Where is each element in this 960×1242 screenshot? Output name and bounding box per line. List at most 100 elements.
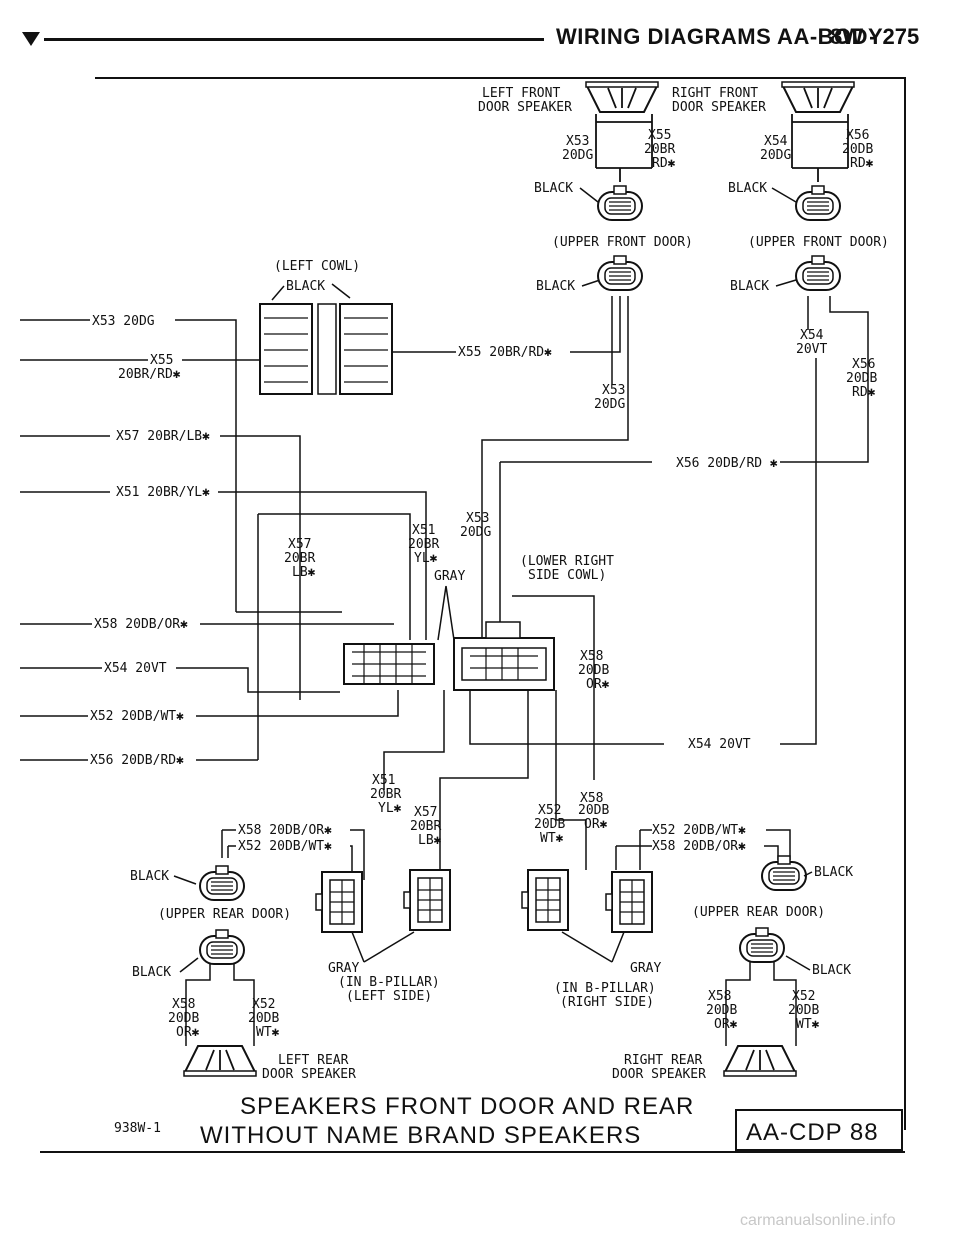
ufd-20dg: 20DG [594, 397, 625, 412]
c-20br: 20BR [284, 551, 315, 566]
rrs-20db: 20DB [706, 1003, 737, 1018]
rr-lower-connector-icon [739, 927, 785, 963]
ufd-x54: X54 [800, 328, 824, 343]
b-pillar-left-1: (IN B-PILLAR) [338, 975, 440, 990]
left-cowl-label: (LEFT COWL) [274, 259, 360, 274]
wire-x57-left: X57 20BR/LB✱ [116, 429, 210, 444]
lr-upper-rear-door: (UPPER REAR DOOR) [158, 907, 291, 922]
c-20db: 20DB [578, 663, 609, 678]
c-20dg: 20DG [460, 525, 491, 540]
lf-20br: 20BR [644, 142, 675, 157]
ufd-x56: X56 [852, 357, 875, 372]
r-x52: X52 [538, 803, 561, 818]
wire-x55-left-b: 20BR/RD✱ [118, 367, 181, 382]
lf-speaker-label: LEFT FRONT [482, 86, 560, 101]
watermark: carmanualsonline.info [740, 1212, 896, 1229]
lr-speaker-label-2: DOOR SPEAKER [262, 1067, 356, 1082]
b-pillar-right-1: (IN B-PILLAR) [554, 981, 656, 996]
lf-speaker-leads [595, 114, 653, 182]
rf-speaker-leads [791, 114, 849, 182]
wire-x54-right: X54 20VT [688, 737, 751, 752]
rr-speaker-label-2: DOOR SPEAKER [612, 1067, 706, 1082]
rf-20dg: 20DG [760, 148, 791, 163]
wire-x56-right: X56 20DB/RD ✱ [676, 456, 778, 471]
header-page-number: 8W - 275 [830, 24, 920, 49]
rf-x54: X54 [764, 134, 788, 149]
wire-x54-left: X54 20VT [104, 661, 167, 676]
rf-speaker-label: RIGHT FRONT [672, 86, 758, 101]
rf-x56: X56 [846, 128, 869, 143]
lrs-20db: 20DB [168, 1011, 199, 1026]
rr-upper-connector-icon [761, 855, 807, 891]
lr-x58-wire: X58 20DB/OR✱ [238, 823, 332, 838]
lr-speaker-label: LEFT REAR [278, 1053, 349, 1068]
lf-20dg: 20DG [562, 148, 593, 163]
l-x57: X57 [414, 805, 437, 820]
rf-rd: RD✱ [850, 156, 874, 171]
code-box [735, 1109, 903, 1151]
rrs-20db2: 20DB [788, 1003, 819, 1018]
r-20db: 20DB [578, 803, 609, 818]
header-triangle-icon [22, 32, 40, 46]
ufd-x53: X53 [602, 383, 625, 398]
c-gray: GRAY [434, 569, 465, 584]
diagram-title-line1: SPEAKERS FRONT DOOR AND REAR [240, 1093, 694, 1120]
rf-20db: 20DB [842, 142, 873, 157]
b-pillar-right-2: (RIGHT SIDE) [560, 995, 654, 1010]
upper-front-door-left: (UPPER FRONT DOOR) [552, 235, 693, 250]
left-pillar-connector-a-icon [315, 871, 363, 933]
rr-upper-rear-door: (UPPER REAR DOOR) [692, 905, 825, 920]
l-yl: YL✱ [378, 801, 402, 816]
r-x58: X58 [580, 791, 603, 806]
ufd-rd: RD✱ [852, 385, 876, 400]
wire-x52-left: X52 20DB/WT✱ [90, 709, 184, 724]
rrs-wt: WT✱ [796, 1017, 820, 1032]
wire-x51-left: X51 20BR/YL✱ [116, 485, 210, 500]
l-20br2: 20BR [410, 819, 441, 834]
lrs-20db2: 20DB [248, 1011, 279, 1026]
lr-upper-connector-icon [199, 865, 245, 901]
lrs-x52: X52 [252, 997, 275, 1012]
wire-x56-left: X56 20DB/RD✱ [90, 753, 184, 768]
lrs-or: OR✱ [176, 1025, 200, 1040]
code-box-text: AA-CDP 88 [746, 1119, 879, 1146]
right-front-speaker-icon [781, 81, 855, 113]
upper-front-door-right: (UPPER FRONT DOOR) [748, 235, 889, 250]
rf-speaker-label-2: DOOR SPEAKER [672, 100, 766, 115]
lf-speaker-label-2: DOOR SPEAKER [478, 100, 572, 115]
wire-x58-left: X58 20DB/OR✱ [94, 617, 188, 632]
right-pillar-connector-a-icon [521, 869, 569, 931]
lf-x53: X53 [566, 134, 589, 149]
right-pillar-gray: GRAY [630, 961, 661, 976]
right-pillar-connector-b-icon [605, 871, 653, 933]
ufd-20vt: 20VT [796, 342, 827, 357]
rr-black-bottom: BLACK [812, 963, 851, 978]
diagram-title-line2: WITHOUT NAME BRAND SPEAKERS [200, 1122, 641, 1149]
l-lb: LB✱ [418, 833, 442, 848]
lf-rd: RD✱ [652, 156, 676, 171]
rf-black-label: BLACK [728, 181, 767, 196]
wire-x53-left: X53 20DG [92, 314, 155, 329]
page-header: WIRING DIAGRAMS AA-BODY 8W - 275 [0, 18, 960, 58]
left-cowl-black: BLACK [286, 279, 325, 294]
c-x57: X57 [288, 537, 311, 552]
lr-lower-connector-icon [199, 929, 245, 965]
left-front-speaker-icon [585, 81, 659, 113]
rf-mate-black: BLACK [730, 279, 769, 294]
ufd-20db: 20DB [846, 371, 877, 386]
c-lb: LB✱ [292, 565, 316, 580]
r-20db2: 20DB [534, 817, 565, 832]
c-20br2: 20BR [408, 537, 439, 552]
lf-mate-connector-icon [597, 255, 643, 291]
wire-x55-mid: X55 20BR/RD✱ [458, 345, 552, 360]
rf-door-connector-icon [795, 185, 841, 221]
r-wt: WT✱ [540, 831, 564, 846]
rr-x58-wire: X58 20DB/OR✱ [652, 839, 746, 854]
lower-cowl-connector-icon [343, 621, 555, 691]
l-x51: X51 [372, 773, 395, 788]
rrs-x52: X52 [792, 989, 815, 1004]
lf-mate-black: BLACK [536, 279, 575, 294]
lf-x55: X55 [648, 128, 671, 143]
rr-black-top: BLACK [814, 865, 853, 880]
